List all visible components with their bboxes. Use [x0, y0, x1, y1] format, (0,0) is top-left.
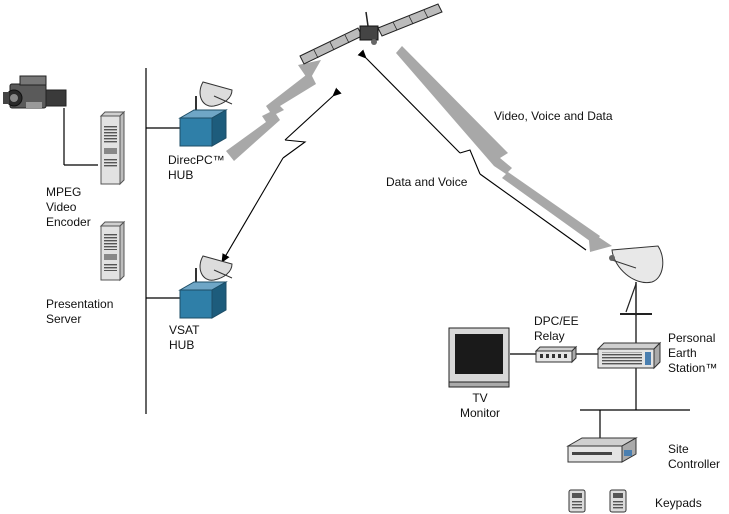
label-dpc-relay: DPC/EE Relay [534, 314, 579, 343]
broadband-link-satellite-to-site [396, 46, 612, 252]
label-keypads: Keypads [655, 496, 702, 510]
label-vsat-hub: VSAT HUB [169, 323, 200, 352]
label-video-voice-data: Video, Voice and Data [494, 109, 613, 123]
presentation-server-icon [99, 220, 126, 282]
satellite-icon [299, 3, 443, 65]
satellite-dish-icon [609, 245, 664, 316]
relay-box-icon [534, 345, 578, 364]
label-mpeg-encoder: MPEG Video Encoder [46, 185, 91, 229]
vsat-hub-icon [178, 255, 233, 319]
keypad-icon [609, 489, 627, 513]
label-data-and-voice: Data and Voice [386, 175, 468, 189]
hub-backbone-lines [63, 68, 180, 414]
broadband-link-hub-to-satellite [226, 60, 321, 161]
mpeg-encoder-server-icon [99, 110, 126, 186]
label-presentation-server: Presentation Server [46, 297, 114, 326]
tv-monitor-icon [448, 327, 510, 388]
remote-site-lines [510, 316, 690, 440]
data-voice-link-vsat [221, 87, 342, 263]
video-camera-icon [3, 75, 67, 109]
label-personal-earth-station: Personal Earth Station™ [668, 331, 718, 375]
label-direcpc-hub: DirecPC™ HUB [168, 153, 225, 182]
earth-station-unit-icon [596, 341, 662, 370]
keypad-icon [568, 489, 586, 513]
label-site-controller: Site Controller [668, 442, 721, 471]
direcpc-hub-icon [178, 81, 233, 147]
label-tv-monitor: TV Monitor [460, 391, 501, 420]
data-voice-link-site [357, 49, 587, 251]
site-controller-icon [566, 437, 638, 463]
